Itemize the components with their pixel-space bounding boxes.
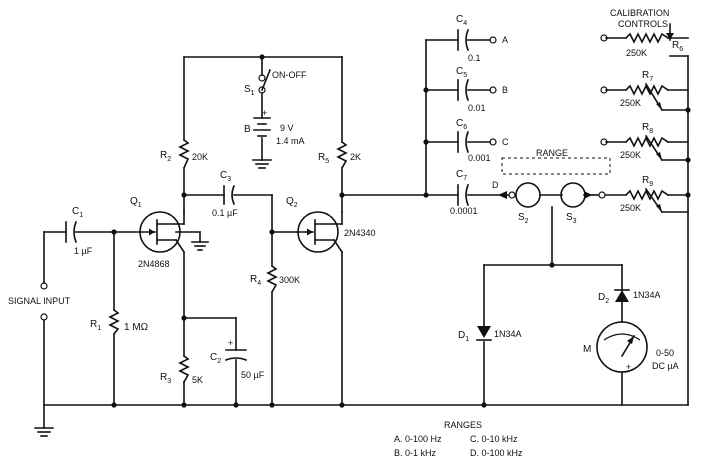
svg-text:S1: S1 [244,84,255,97]
diode-d2: D2 1N34A [598,289,661,305]
svg-text:R2: R2 [160,150,171,163]
svg-text:C2: C2 [210,352,221,365]
wiring [34,37,689,437]
transistor-q1: Q1 2N4868 [130,196,186,269]
svg-text:R1: R1 [90,319,101,332]
capacitor-c4: C4 0.1 A [456,14,508,63]
svg-text:R6: R6 [672,40,683,53]
terminal-a: A [502,35,508,45]
r2-value: 20K [192,152,208,162]
capacitor-c7: C7 0.0001 D [450,169,507,216]
ranges-legend: RANGES A. 0-100 Hz B. 0-1 kHz C. 0-10 kH… [394,420,523,458]
svg-text:R3: R3 [160,372,171,385]
svg-text:Q1: Q1 [130,196,142,209]
transistor-q2: Q2 2N4340 [286,196,376,254]
svg-text:R5: R5 [318,152,329,165]
capacitor-c1: C1 1 µF [65,206,93,256]
capacitor-c5: C5 0.01 B [456,66,508,113]
r8-value: 250K [620,150,641,160]
capacitor-c3: C3 0.1 µF [212,170,238,218]
svg-text:C7: C7 [456,169,467,182]
r3-value: 5K [192,375,203,385]
r6-value: 250K [626,48,647,58]
on-off-label: ON-OFF [272,70,307,80]
svg-text:+: + [228,338,233,348]
svg-text:C4: C4 [456,14,467,27]
range-b: B. 0-1 kHz [394,448,437,458]
capacitor-c2: + C2 50 µF [210,338,265,380]
c5-value: 0.01 [468,103,486,113]
switch-s1: ON-OFF S1 [244,68,307,97]
svg-text:D1: D1 [458,330,469,343]
ranges-title: RANGES [444,420,482,430]
r9-value: 250K [620,203,641,213]
r1-value: 1 MΩ [124,322,149,333]
c1-value: 1 µF [74,246,93,256]
svg-text:Q2: Q2 [286,196,298,209]
signal-input-label: SIGNAL INPUT [8,296,71,306]
resistor-r2: R2 20K [160,138,208,170]
c3-value: 0.1 µF [212,208,238,218]
svg-text:S3: S3 [566,212,577,225]
terminal-c: C [502,137,509,147]
svg-text:R8: R8 [642,122,653,135]
svg-text:R7: R7 [642,70,653,83]
meter-letter: M [583,344,591,355]
c4-value: 0.1 [468,53,481,63]
range-label: RANGE [536,148,568,158]
svg-text:C3: C3 [220,170,231,183]
calibration-controls: CALIBRATION CONTROLS 250K R6 250K R7 250… [600,8,683,214]
r5-value: 2K [350,152,361,162]
resistor-r5: R5 2K [318,140,361,170]
range-d: D. 0-100 kHz [470,448,523,458]
svg-text:S2: S2 [518,212,529,225]
resistor-r3: R3 5K [160,354,203,385]
signal-input: SIGNAL INPUT [8,282,71,321]
diode-d1: D1 1N34A [458,326,522,343]
q1-part: 2N4868 [138,259,170,269]
svg-text:C5: C5 [456,66,467,79]
svg-text:+: + [262,108,267,118]
terminal-d: D [492,180,499,190]
battery-letter: B [244,124,251,135]
controls-label: CONTROLS [618,19,668,29]
range-c: C. 0-10 kHz [470,434,518,444]
capacitor-c6: C6 0.001 C [456,118,509,163]
resistor-r1: R1 1 MΩ [90,308,149,336]
switch-s3 [560,182,586,208]
svg-text:R4: R4 [250,274,261,287]
battery-voltage: 9 V [280,123,294,133]
r7-value: 250K [620,98,641,108]
meter-plus: + [626,362,631,372]
d2-value: 1N34A [633,290,661,300]
battery-b: + B 9 V 1.4 mA [244,108,305,146]
range-a: A. 0-100 Hz [394,434,442,444]
range-switches: RANGE S2 S3 [501,148,611,225]
c7-value: 0.0001 [450,206,478,216]
r4-value: 300K [279,275,300,285]
meter-m: + M 0-50 DC µA [583,321,679,373]
c2-value: 50 µF [241,370,265,380]
svg-text:R9: R9 [642,175,653,188]
svg-text:C1: C1 [72,206,83,219]
calibration-label: CALIBRATION [610,8,669,18]
svg-text:C6: C6 [456,118,467,131]
c6-value: 0.001 [468,153,491,163]
resistor-r4: R4 300K [250,264,300,294]
junction-dots [111,54,691,408]
meter-range: 0-50 [656,348,674,358]
svg-text:D2: D2 [598,292,609,305]
q2-part: 2N4340 [344,228,376,238]
battery-current: 1.4 mA [276,136,305,146]
meter-unit: DC µA [652,361,679,371]
switch-s2 [515,182,541,208]
d1-value: 1N34A [494,329,522,339]
terminal-b: B [502,85,508,95]
